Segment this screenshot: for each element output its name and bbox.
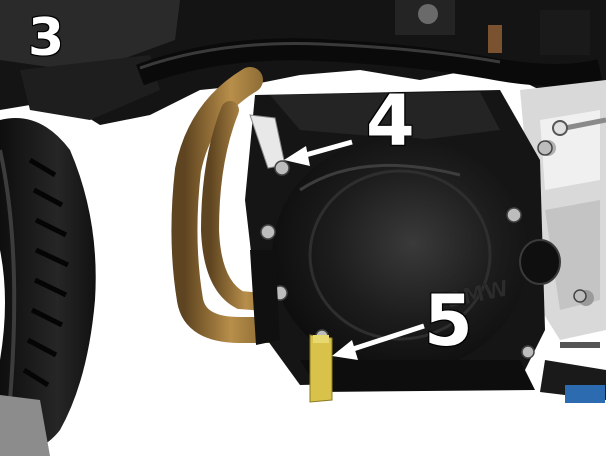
pointer-arrows [284, 139, 425, 360]
callout-label-3: 3 [27, 8, 65, 68]
callout-label-4: 4 [365, 80, 416, 162]
front-tire [0, 118, 96, 456]
callout-label-5: 5 [423, 280, 474, 362]
yellow-tool [309, 334, 333, 403]
arrow-to-bolt-4 [301, 139, 353, 159]
shift-lever [540, 342, 606, 403]
arrow-to-tool-5 [349, 323, 425, 353]
upper-bodywork [0, 0, 606, 125]
exhaust-headers [171, 67, 313, 343]
engine-block: BMW [245, 90, 587, 392]
